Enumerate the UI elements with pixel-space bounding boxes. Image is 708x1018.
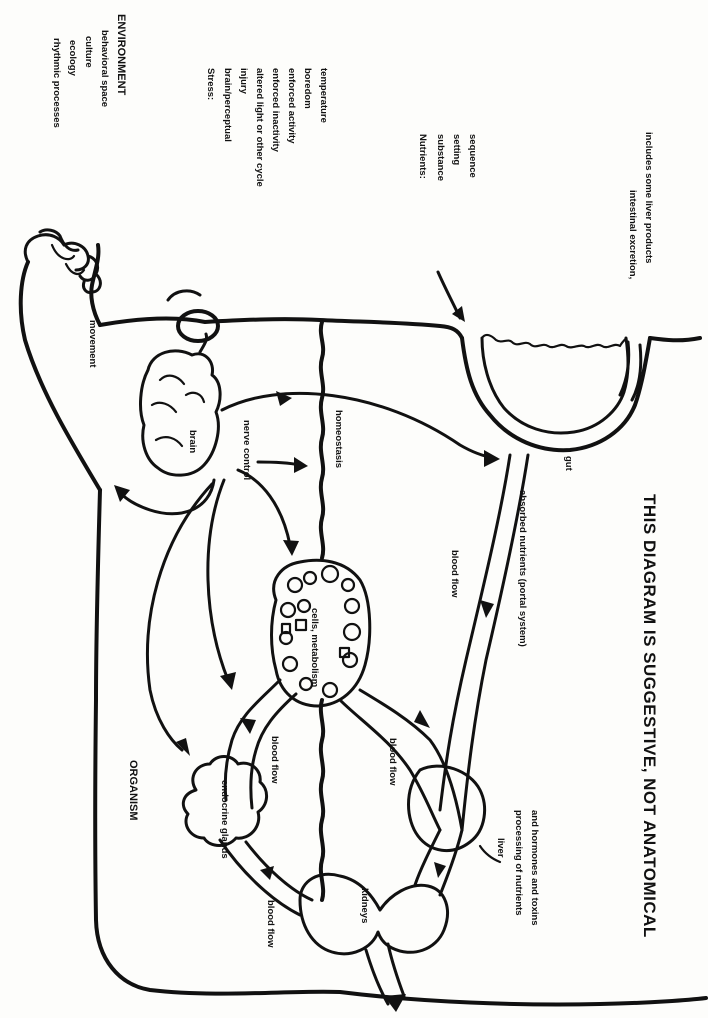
stress-item: boredom (302, 68, 313, 109)
arrow-brain-to-gut (222, 391, 500, 467)
arrow-env-to-gut (438, 272, 465, 322)
endocrine-glands-label: endocrine glands (219, 780, 230, 859)
stress-item: temperature (318, 68, 329, 123)
environment-item: culture (83, 36, 94, 68)
hand-outline (25, 230, 100, 292)
processing-line1: processing of nutrients (513, 810, 524, 916)
nutrients-item: setting (451, 134, 462, 165)
caption: THIS DIAGRAM IS SUGGESTIVE, NOT ANATOMIC… (640, 494, 659, 938)
blood-flow-liver-label: blood flow (387, 738, 398, 786)
homeostasis-label: homeostasis (333, 410, 344, 468)
arrow-nerve-to-homeostasis (258, 457, 308, 473)
brain-label: brain (187, 430, 198, 453)
arrow-liver-to-kidney (434, 862, 446, 878)
arrow-portal-blood (480, 600, 494, 618)
organism-right-edge (650, 338, 700, 340)
arrow-nerve-to-cells (238, 470, 299, 556)
vessel-cells-liver (340, 690, 462, 830)
arrow-cells-to-liver (414, 710, 430, 728)
environment-item: rhythmic processes (51, 38, 62, 128)
arrow-endocrine-flow (240, 718, 256, 734)
arrow-kidney-flow (260, 866, 274, 880)
vessel-cells-endocrine (225, 680, 296, 808)
nutrients-item: substance (435, 134, 446, 181)
processing-line2: and hormones and toxins (529, 810, 540, 926)
brain-stem (200, 334, 207, 352)
blood-flow-endocrine-label: blood flow (269, 736, 280, 784)
homeostasis-line (321, 322, 323, 900)
cells-metabolism-label: cells, metabolism (309, 608, 320, 687)
nutrients-title: Nutrients: (417, 134, 428, 179)
gut-inner (482, 338, 628, 433)
nutrients-item: sequence (467, 134, 478, 178)
stress-item: injury (238, 68, 249, 95)
stress-item: enforced inactivity (270, 68, 281, 153)
movement-label: movement (87, 320, 98, 368)
environment-item: ecology (67, 40, 78, 77)
absorbed-nutrients-label: absorbed nutrients (portal system) (517, 490, 528, 647)
environment-title: ENVIRONMENT (115, 14, 127, 96)
arrow-brain-to-endocrine (148, 484, 212, 756)
organism-top-edge (100, 318, 462, 338)
stress-title: Stress: (205, 68, 216, 100)
excretion-line2: includes some liver products (643, 132, 654, 263)
portal-vein (440, 455, 528, 830)
excretion-line1: intestinal excretion, (627, 190, 638, 279)
liver-label: liver (495, 838, 506, 858)
kidneys-label: kidneys (359, 888, 370, 923)
sense-organ (178, 311, 218, 341)
environment-item: behavioral space (99, 30, 110, 107)
gut-wall-wavy (482, 335, 626, 347)
blood-flow-kidneys-label: blood flow (265, 900, 276, 948)
stress-item: brain/perceptual (222, 68, 233, 142)
stress-item: enforced activity (286, 68, 297, 144)
stress-item: altered light or other cycle (254, 68, 265, 187)
liver-outline (409, 766, 485, 850)
organism-label: ORGANISM (127, 760, 139, 821)
gut-label: gut (563, 456, 574, 472)
arrow-nerve-to-endocrine (208, 480, 236, 690)
nose-outline (168, 291, 200, 300)
brain-outline (141, 351, 221, 475)
nerve-control-label: nerve control (241, 420, 252, 480)
blood-flow-portal-label: blood flow (449, 550, 460, 598)
